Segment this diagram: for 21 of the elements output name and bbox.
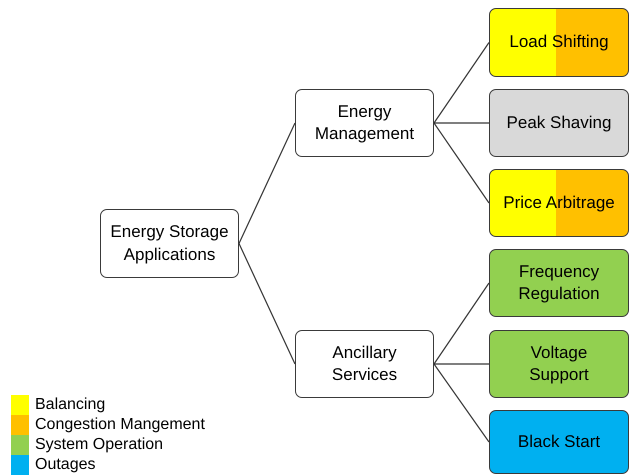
category-box: Ancillary Services — [295, 330, 434, 398]
legend-label: Balancing — [35, 396, 106, 414]
legend-label: Outages — [35, 456, 96, 474]
connector-line — [434, 122, 489, 124]
application-box: Price Arbitrage — [489, 169, 629, 237]
application-box: Load Shifting — [489, 8, 629, 77]
connector-line — [238, 122, 296, 244]
connector-line — [434, 282, 490, 364]
category-box: Energy Management — [295, 89, 434, 157]
legend-label: Congestion Mangement — [35, 416, 205, 434]
connector-line — [434, 42, 490, 124]
application-box: Peak Shaving — [489, 89, 629, 157]
legend-label: System Operation — [35, 436, 164, 454]
application-box: Black Start — [489, 410, 629, 474]
connector-line — [434, 364, 490, 442]
root-box: Energy Storage Applications — [100, 209, 239, 278]
connector-line — [238, 243, 296, 364]
connector-line — [434, 122, 490, 204]
connector-line — [434, 363, 489, 365]
application-box: Voltage Support — [489, 330, 629, 398]
application-box: Frequency Regulation — [489, 249, 629, 317]
